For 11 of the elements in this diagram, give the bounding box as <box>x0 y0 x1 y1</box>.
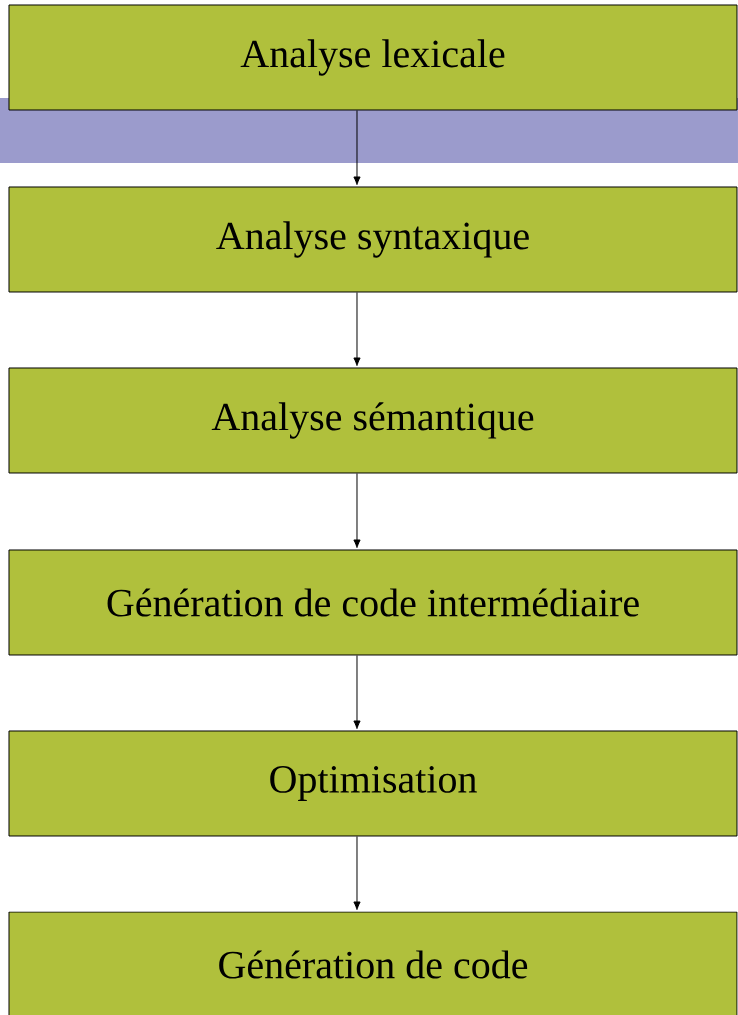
process-box: Génération de code <box>8 911 738 1015</box>
process-box: Analyse sémantique <box>8 367 738 474</box>
process-box: Analyse lexicale <box>8 4 738 111</box>
process-box: Optimisation <box>8 730 738 837</box>
arrow <box>353 655 361 730</box>
arrow <box>353 836 361 911</box>
arrow <box>353 110 361 186</box>
process-box: Analyse syntaxique <box>8 186 738 293</box>
arrow <box>353 473 361 549</box>
process-box: Génération de code intermédiaire <box>8 549 738 656</box>
arrow <box>353 292 361 367</box>
